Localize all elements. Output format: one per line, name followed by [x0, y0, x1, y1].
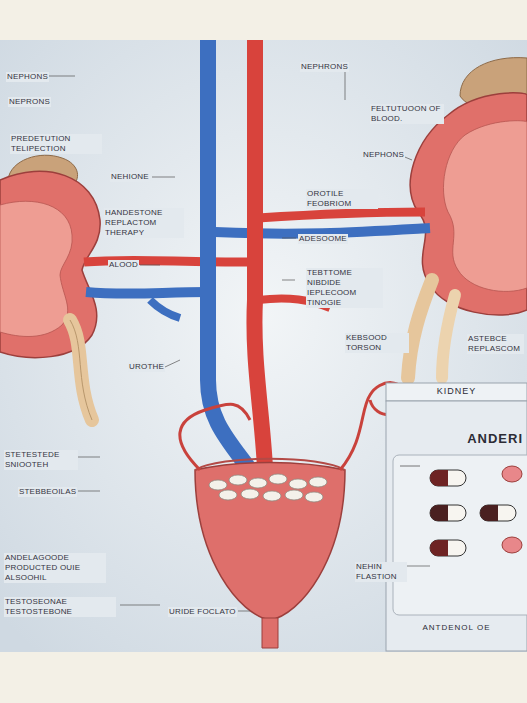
capsules: [430, 466, 522, 556]
part-label: ANDELAGOODE PRODUCTED OUIE ALSOOHIL: [4, 553, 106, 583]
panel-header: [386, 383, 527, 401]
ureter: [408, 280, 432, 378]
part-label: STETESTEDE SNIOOTEH: [4, 450, 78, 470]
part-label: PREDETUTION TELIPECTION: [10, 134, 102, 154]
part-label: FELTUTUOON OF BLOOD.: [370, 104, 444, 124]
package-text: ANDERI: [467, 431, 523, 446]
part-label: NEPRONS: [8, 97, 51, 107]
blister-card: [393, 455, 527, 615]
kidney-medulla: [0, 201, 72, 336]
renal-vein: [86, 292, 208, 294]
part-label: UROTHE: [128, 362, 165, 372]
part-label: KEBSOOD TORSON: [345, 333, 409, 353]
panel-heading: KIDNEY: [437, 386, 477, 396]
renal-artery: [258, 212, 425, 218]
package-text: ANTDENOL OE: [422, 623, 490, 632]
urethra: [262, 618, 278, 648]
part-label: NEPHONS: [6, 72, 49, 82]
part-label: NEPHRONS: [300, 62, 349, 72]
part-label: NEHIN FLASTION: [355, 562, 407, 582]
ureter: [70, 320, 92, 420]
bladder: [195, 463, 345, 621]
part-label: TEBTTOME NIBDIDE IEPLECOOM TINOGIE: [306, 268, 383, 308]
pills: [209, 474, 327, 502]
part-label: STEBBEOILAS: [18, 487, 77, 497]
part-label: ADESOOME: [298, 234, 348, 244]
leader-line: [400, 466, 420, 467]
bladder-rim: [195, 459, 345, 470]
aorta: [254, 40, 265, 468]
vein-branch: [150, 300, 180, 318]
part-label: TESTOSEONAE TESTOSTEBONE: [4, 597, 116, 617]
part-label: URIDE FOCLATO: [168, 607, 237, 617]
part-label: ALOOD: [108, 260, 139, 270]
part-label: OROTILE FEOBRIOM: [306, 189, 378, 209]
part-label: NEHIONE: [110, 172, 150, 182]
part-label: ASTEBCE REPLASCOM: [467, 334, 524, 354]
ureter-edge: [70, 320, 92, 420]
ureter: [442, 295, 455, 378]
tube: [180, 383, 405, 470]
kidney-medulla: [443, 121, 527, 292]
part-label: NEPHONS: [362, 150, 405, 160]
part-label: HANDESTONE REPLACTOM THERAPY: [104, 208, 184, 238]
pill-package: KIDNEY ANDERI ANTDENOL OE: [386, 383, 527, 651]
leader-lines: [48, 70, 430, 611]
